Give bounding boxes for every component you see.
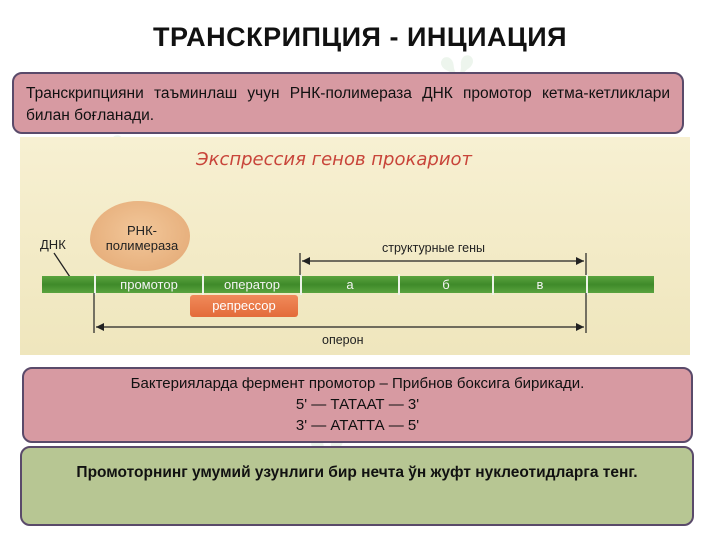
segment-gene-c: в [536,277,544,292]
intro-box: Транскрипцияни таъминлаш учун РНК-полиме… [12,72,684,134]
polymerase-label-line2: полимераза [105,238,179,253]
segment-operator: оператор [224,277,280,292]
repressor-box: репрессор [190,295,298,317]
operon-arrow [93,293,587,333]
rna-polymerase-shape [90,201,190,271]
slide-title: ТРАНСКРИПЦИЯ - ИНЦИАЦИЯ [152,22,568,52]
diagram-title: Экспрессия генов прокариот [196,149,473,170]
segment-separator [492,274,494,295]
segment-separator [300,274,302,295]
promoter-length-box: Промоторнинг умумий узунлиги бир нечта ў… [20,446,694,526]
segment-separator [398,274,400,295]
segment-separator [94,274,96,295]
structural-genes-label: структурные гены [382,241,486,255]
pribnow-box-info: Бактерияларда фермент промотор – Прибнов… [22,367,693,443]
segment-gene-b: б [442,277,450,292]
segment-separator [202,274,204,295]
dna-strand [42,276,654,293]
segment-gene-a: а [346,277,354,292]
polymerase-label-line1: РНК- [127,223,157,238]
intro-text: Транскрипцияни таъминлаш учун РНК-полиме… [26,85,670,124]
pribnow-text: Бактерияларда фермент промотор – Прибнов… [130,375,585,392]
operon-label: оперон [322,333,364,347]
operon-diagram: Экспрессия генов прокариот РНК- полимера… [20,137,690,355]
promoter-length-text: Промоторнинг умумий узунлиги бир нечта ў… [76,464,638,481]
sequence-3-5: 3' — АТАТТА — 5' [295,417,420,434]
segment-separator [586,274,588,295]
structural-genes-arrow [299,253,587,275]
rna-polymerase-label: РНК- полимераза [96,223,188,253]
dna-pointer [53,252,71,278]
sequence-5-3: 5' — ТАТААТ — 3' [295,396,420,413]
segment-promoter: промотор [120,277,178,292]
dna-label: ДНК [40,237,66,252]
